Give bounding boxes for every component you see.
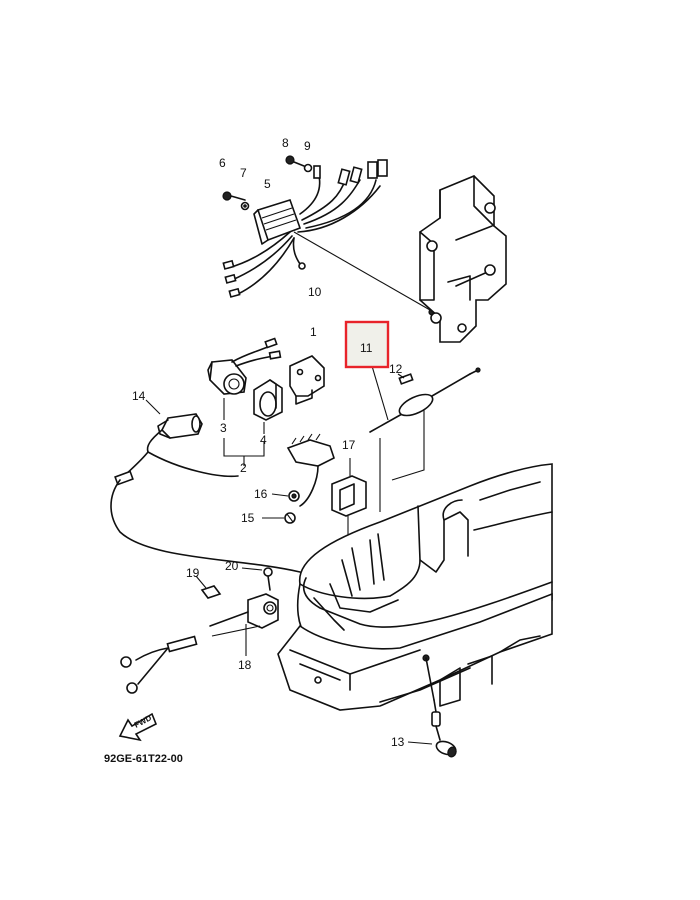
coil-cover-part[interactable] (253, 379, 283, 421)
thermo-switch-lead-part[interactable] (369, 365, 481, 512)
mounting-bracket (419, 175, 507, 343)
grommet-13-part[interactable] (407, 699, 457, 758)
lower-mount (277, 592, 553, 711)
callout-20: 20 (225, 559, 239, 573)
callout-3: 3 (220, 421, 227, 435)
callout-13: 13 (391, 735, 405, 749)
screw-15-part[interactable] (262, 512, 296, 524)
ignition-coil-part[interactable] (207, 337, 282, 395)
diagram-code: 92GE-61T22-00 (104, 753, 183, 765)
screw-part[interactable] (285, 155, 305, 167)
washer-16-part[interactable] (271, 490, 300, 502)
connector-cluster (313, 159, 388, 186)
callout-6: 6 (219, 156, 226, 170)
bolt-part[interactable] (222, 191, 246, 201)
rectifier-regulator-part[interactable] (253, 199, 302, 245)
callout-10: 10 (308, 285, 322, 299)
callout-8: 8 (282, 136, 289, 150)
callout-12: 12 (389, 362, 403, 376)
spark-plug-lead-part[interactable] (110, 399, 301, 573)
callout-19: 19 (186, 566, 200, 580)
callout-14: 14 (132, 389, 146, 403)
callout-9: 9 (304, 139, 311, 153)
bolt-20-part[interactable] (241, 567, 273, 591)
coil-mount-plate (286, 433, 335, 507)
callout-16: 16 (254, 487, 268, 501)
callout-1: 1 (310, 325, 317, 339)
grommet-12-part[interactable] (397, 373, 414, 385)
switch-lead-part[interactable] (120, 635, 198, 694)
collar-part[interactable] (303, 163, 313, 173)
highlight-box-11[interactable] (344, 320, 390, 369)
callout-17: 17 (342, 438, 356, 452)
fwd-arrow-icon: FWD (118, 712, 158, 742)
callout-4: 4 (260, 433, 267, 447)
callout-11: 11 (360, 341, 373, 355)
bracket-part[interactable] (289, 355, 325, 405)
washer-part[interactable] (240, 201, 250, 211)
callout-15: 15 (241, 511, 255, 525)
callout-2: 2 (240, 461, 247, 475)
wire-harness-part[interactable] (222, 231, 306, 298)
callout-7: 7 (240, 166, 247, 180)
callout-5: 5 (264, 177, 271, 191)
callout-18: 18 (238, 658, 252, 672)
switch-18-part[interactable] (209, 593, 279, 656)
clamp-19-part[interactable] (195, 575, 222, 599)
